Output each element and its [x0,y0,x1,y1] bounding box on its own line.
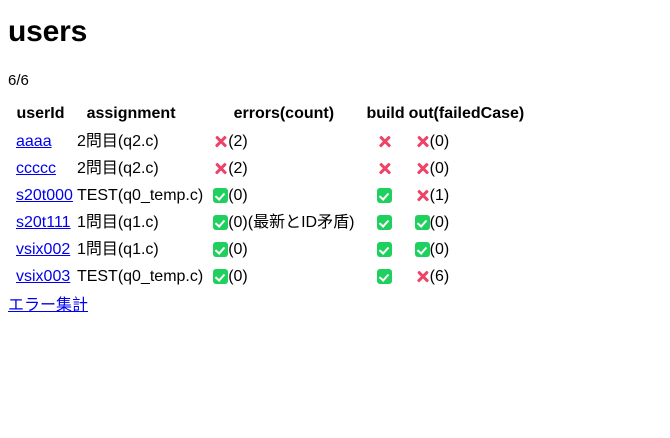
error-summary-link[interactable]: エラー集計 [8,297,89,314]
check-square-icon [377,215,393,230]
cell-build [360,236,408,263]
out-failed-count: (1) [429,187,450,204]
cell-assignment: 1問目(q1.c) [76,214,159,231]
user-link[interactable]: vsix002 [16,241,71,258]
table-header-row: userId assignment errors(count) build ou… [8,100,530,128]
column-header-build: build [366,105,405,122]
cell-assignment: 1問目(q1.c) [76,241,159,258]
table-row: vsix003 TEST(q0_temp.c) (0) (6) [8,263,530,290]
user-link[interactable]: vsix003 [16,268,71,285]
user-link[interactable]: aaaa [16,133,52,150]
cell-out: (0) [409,128,531,155]
cell-build [360,263,408,290]
check-square-icon [414,242,430,257]
cell-errors: (0) [207,182,360,209]
check-square-icon [213,188,229,203]
users-table-head: userId assignment errors(count) build ou… [8,100,530,128]
out-failed-count: (0) [429,214,450,231]
cross-mark-icon [213,161,228,176]
cross-mark-icon [415,269,430,284]
cell-userid: s20t000 [8,182,75,209]
out-failed-count: (0) [429,133,450,150]
cell-out: (6) [409,263,531,290]
out-failed-count: (0) [429,241,450,258]
out-failed-count: (0) [429,160,450,177]
cell-out: (0) [409,209,531,236]
table-row: ccccc 2問目(q2.c) (2) (0) [8,155,530,182]
cell-errors: (0)(最新とID矛盾) [207,209,360,236]
cell-userid: ccccc [8,155,75,182]
cell-errors: (0) [207,263,360,290]
cell-userid: vsix003 [8,263,75,290]
cross-mark-icon [415,188,430,203]
cross-mark-icon [213,134,228,149]
cell-errors: (0) [207,236,360,263]
cross-mark-icon [377,161,392,176]
errors-count: (0) [228,187,248,204]
check-square-icon [213,242,229,257]
cell-errors: (2) [207,128,360,155]
errors-count: (0) [228,241,248,258]
page-title: users [8,15,88,48]
cross-mark-icon [415,134,430,149]
errors-count: (0) [228,268,248,285]
check-square-icon [377,269,393,284]
column-header-userid: userId [16,105,65,122]
cross-mark-icon [415,161,430,176]
errors-count: (2) [228,160,248,177]
errors-note: (最新とID矛盾) [247,214,355,231]
users-table: userId assignment errors(count) build ou… [8,100,530,290]
out-failed-count: (6) [429,268,450,285]
errors-count: (2) [228,133,248,150]
check-square-icon [213,215,229,230]
cell-out: (0) [409,155,531,182]
check-square-icon [377,242,393,257]
table-row: vsix002 1問目(q1.c) (0) (0) [8,236,530,263]
cell-out: (0) [409,236,531,263]
cell-assignment: 2問目(q2.c) [76,133,159,150]
cell-build [360,128,408,155]
check-square-icon [377,188,393,203]
user-link[interactable]: ccccc [16,160,56,177]
column-header-errors: errors(count) [233,105,335,122]
cell-errors: (2) [207,155,360,182]
cell-assignment: 2問目(q2.c) [76,160,159,177]
errors-count: (0) [228,214,248,231]
user-link[interactable]: s20t000 [16,187,73,204]
cross-mark-icon [377,134,392,149]
user-link[interactable]: s20t111 [16,214,71,231]
cell-assignment: TEST(q0_temp.c) [76,268,204,285]
cell-userid: aaaa [8,128,75,155]
cell-userid: vsix002 [8,236,75,263]
cell-build [360,155,408,182]
table-row: aaaa 2問目(q2.c) (2) (0) [8,128,530,155]
column-header-out: out(failedCase) [408,105,525,122]
record-count: 6/6 [8,72,29,89]
cell-userid: s20t111 [8,209,75,236]
cell-build [360,209,408,236]
check-square-icon [414,215,430,230]
check-square-icon [213,269,229,284]
cell-build [360,182,408,209]
cell-assignment: TEST(q0_temp.c) [76,187,204,204]
cell-out: (1) [409,182,531,209]
column-header-assignment: assignment [86,105,176,122]
